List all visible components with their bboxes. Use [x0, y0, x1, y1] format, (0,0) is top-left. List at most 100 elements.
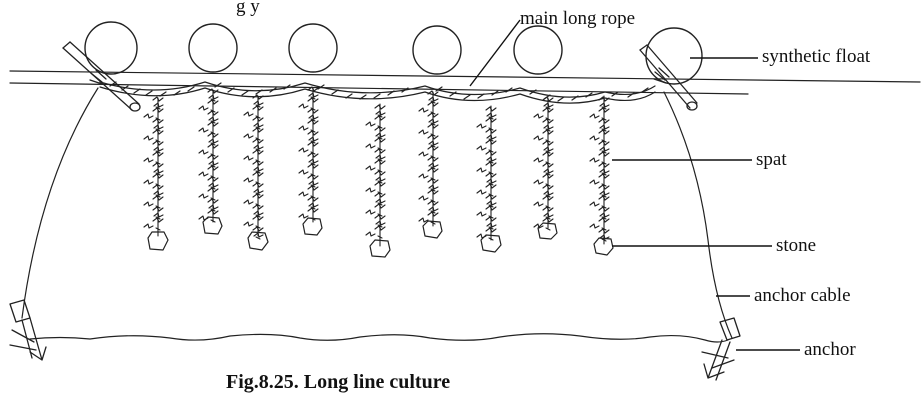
spat-strings	[157, 87, 605, 247]
spat-cluster	[485, 106, 497, 120]
spat-cluster	[589, 107, 610, 121]
main-long-rope	[99, 81, 656, 104]
spat-cluster	[152, 96, 164, 110]
main-lines	[9, 70, 921, 95]
spat-cluster	[418, 123, 439, 137]
spat-cluster	[243, 105, 264, 119]
spat-cluster	[476, 117, 497, 131]
spat-cluster	[418, 211, 439, 225]
label-spat: spat	[756, 149, 787, 170]
label-stone: stone	[776, 235, 816, 256]
spat-cluster	[589, 151, 610, 165]
spat-cluster	[152, 206, 164, 220]
spat-cluster	[152, 140, 164, 154]
spat-cluster	[198, 165, 219, 179]
stone	[593, 237, 614, 256]
label-anchor: anchor	[804, 339, 856, 360]
spat-cluster	[533, 129, 554, 143]
spat-cluster	[365, 181, 386, 195]
spat-cluster	[589, 195, 610, 209]
spat-cluster	[298, 97, 319, 111]
spat-cluster	[533, 107, 554, 121]
spat-cluster	[307, 108, 319, 122]
spat-clusters	[143, 86, 610, 242]
spat-cluster	[542, 140, 554, 154]
spat-cluster	[542, 118, 554, 132]
upper-line	[9, 70, 921, 83]
spat-cluster	[207, 198, 219, 212]
right-anchor	[701, 317, 741, 381]
spat-cluster	[152, 162, 164, 176]
stone	[537, 222, 558, 240]
spat-cluster	[476, 161, 497, 175]
spat-cluster	[365, 159, 386, 173]
stone	[302, 217, 323, 236]
spat-cluster	[198, 121, 219, 135]
stone	[422, 220, 443, 239]
spat-cluster	[427, 134, 439, 148]
stone	[202, 216, 223, 235]
spat-cluster	[485, 194, 497, 208]
stone	[369, 239, 391, 258]
left-anchor	[9, 299, 47, 361]
right-anchor-cable	[663, 91, 733, 339]
left-stake	[62, 41, 141, 112]
spat-cluster	[542, 184, 554, 198]
spat-cluster	[207, 176, 219, 190]
spat-cluster	[598, 96, 610, 110]
spat-cluster	[427, 178, 439, 192]
labels: main long rope synthetic float spat ston…	[520, 8, 871, 360]
spat-cluster	[307, 130, 319, 144]
label-synthetic-float: synthetic float	[762, 46, 871, 67]
spat-cluster	[152, 118, 164, 132]
spat-cluster	[207, 88, 219, 102]
stone	[147, 231, 169, 251]
spat-cluster	[533, 173, 554, 187]
label-anchor-cable: anchor cable	[754, 285, 851, 306]
spat-cluster	[252, 94, 264, 108]
spat-cluster	[533, 195, 554, 209]
spat-cluster	[589, 173, 610, 187]
spat-cluster	[418, 167, 439, 181]
stone	[247, 231, 269, 251]
spat-cluster	[589, 217, 610, 231]
spat-cluster	[374, 170, 386, 184]
spat-cluster	[427, 112, 439, 126]
figure-caption: Fig.8.25. Long line culture	[226, 371, 450, 393]
spat-cluster	[427, 90, 439, 104]
spat-cluster	[207, 110, 219, 124]
spat-cluster	[598, 140, 610, 154]
spat-cluster	[243, 149, 264, 163]
left-anchor-cable	[21, 87, 99, 319]
float	[412, 25, 462, 75]
cropped-heading-text: g y	[236, 0, 260, 17]
spat-cluster	[485, 172, 497, 186]
spat-cluster	[143, 217, 164, 231]
leader-lines	[469, 19, 800, 351]
spat-cluster	[252, 160, 264, 174]
spat-cluster	[298, 141, 319, 155]
spat-cluster	[365, 225, 386, 239]
stone	[480, 234, 502, 253]
spat-cluster	[476, 227, 497, 241]
spat-cluster	[598, 206, 610, 220]
spat-cluster	[542, 96, 554, 110]
stones	[147, 216, 614, 258]
spat-cluster	[476, 205, 497, 219]
spat-cluster	[598, 184, 610, 198]
sea-bottom-line	[29, 333, 729, 343]
lower-line	[9, 82, 749, 95]
spat-cluster	[533, 151, 554, 165]
spat-cluster	[374, 126, 386, 140]
spat-cluster	[252, 182, 264, 196]
spat-cluster	[243, 193, 264, 207]
spat-cluster	[252, 116, 264, 130]
right-stake	[639, 44, 698, 111]
spat-cluster	[143, 107, 164, 121]
spat-cluster	[143, 129, 164, 143]
spat-cluster	[427, 200, 439, 214]
spat-cluster	[589, 129, 610, 143]
spat-cluster	[143, 173, 164, 187]
spat-cluster	[476, 183, 497, 197]
